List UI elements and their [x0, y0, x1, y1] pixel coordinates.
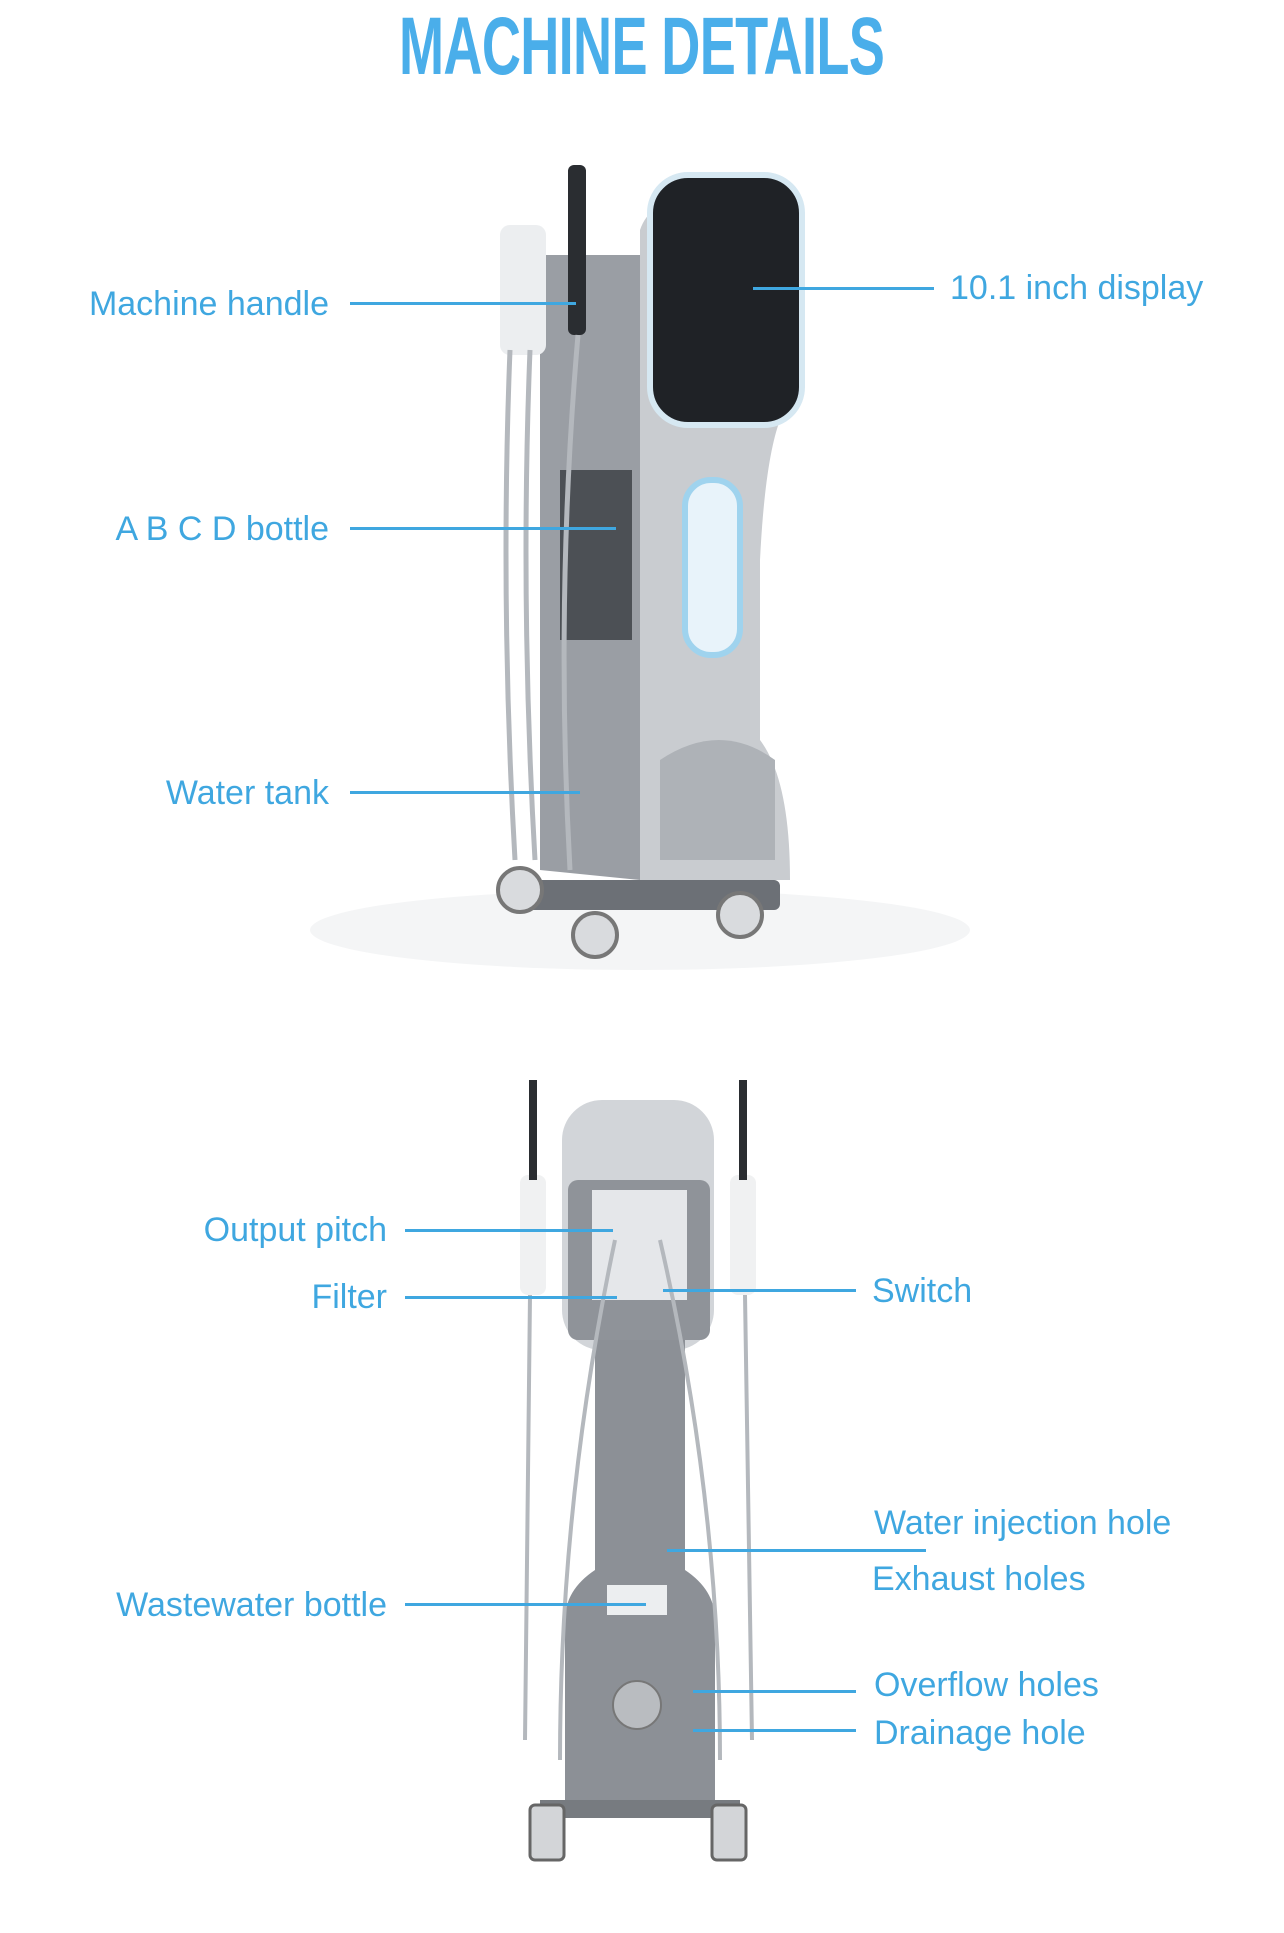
leader-line-water-injection-hole [667, 1549, 926, 1552]
handpiece-right [730, 1175, 756, 1295]
abcd-bottles-bay [560, 470, 632, 640]
hoses [523, 1239, 754, 1761]
leader-line-switch [663, 1289, 856, 1292]
leader-line-output-pitch [405, 1229, 613, 1232]
light-strip [682, 477, 743, 658]
display-screen [647, 172, 805, 428]
label-exhaust-holes: Exhaust holes [872, 1560, 1086, 1598]
back-machine-image [520, 1080, 756, 1862]
handpiece-holder [500, 225, 546, 355]
wheel [528, 1803, 566, 1862]
label-filter: Filter [311, 1278, 387, 1316]
wheel [710, 1803, 748, 1862]
wastewater-bottle [607, 1585, 667, 1615]
handpiece-left [520, 1175, 546, 1295]
label-abcd-bottle: A B C D bottle [115, 510, 329, 548]
leader-line-machine-handle [350, 302, 576, 305]
label-water-injection-hole: Water injection hole [874, 1504, 1172, 1542]
back-base [540, 1800, 740, 1818]
label-machine-handle: Machine handle [88, 285, 329, 323]
leader-line-abcd-bottle [350, 527, 616, 530]
leader-line-overflow-holes [693, 1690, 856, 1693]
handpiece [568, 165, 586, 335]
wheel [716, 891, 764, 939]
label-display: 10.1 inch display [950, 269, 1204, 307]
wheel [496, 866, 544, 914]
label-wastewater-bottle: Wastewater bottle [116, 1586, 387, 1624]
label-output-pitch: Output pitch [203, 1211, 387, 1249]
hoses [503, 334, 581, 871]
front-machine-image [310, 165, 970, 970]
wheel [571, 911, 619, 959]
label-overflow-holes: Overflow holes [874, 1666, 1099, 1704]
label-switch: Switch [872, 1272, 973, 1310]
leader-line-wastewater-bottle [405, 1603, 646, 1606]
back-column [565, 1340, 715, 1810]
fan-vent [612, 1680, 662, 1730]
label-drainage-hole: Drainage hole [874, 1714, 1086, 1752]
front-base [510, 880, 780, 910]
leader-line-filter [405, 1296, 617, 1299]
label-water-tank: Water tank [165, 774, 329, 812]
page-title-text: MACHINE DETAILS [399, 1, 885, 92]
leader-line-drainage-hole [693, 1729, 856, 1732]
page-title: MACHINE DETAILS [0, 6, 1284, 88]
speaker-grille [660, 740, 775, 860]
leader-line-display [753, 287, 934, 290]
leader-line-water-tank [350, 791, 580, 794]
